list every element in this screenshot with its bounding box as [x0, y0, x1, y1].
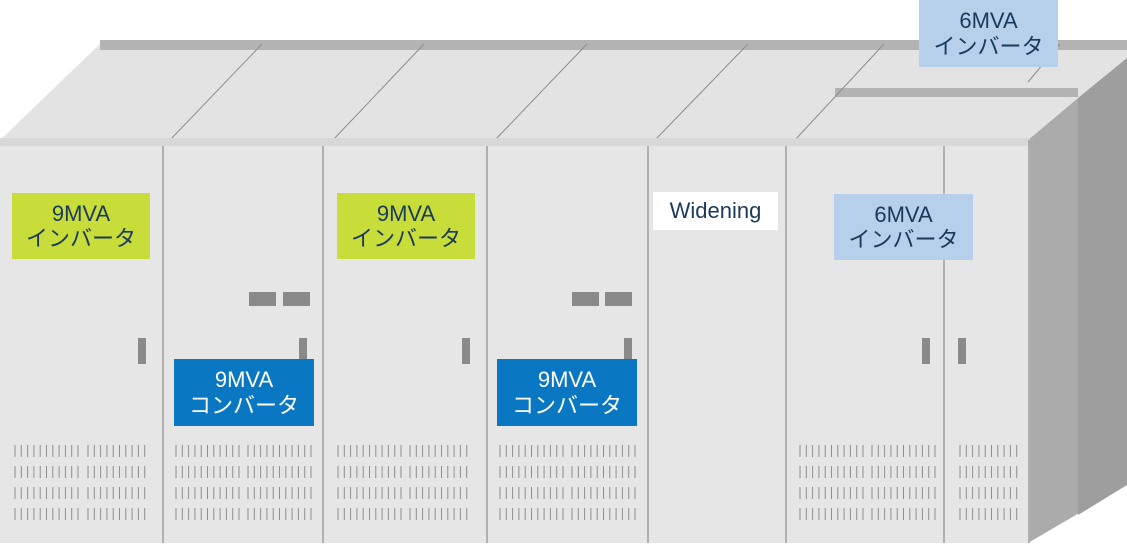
label-widening-text: Widening — [669, 198, 762, 224]
label-6mva-inverter-back-rating: 6MVA — [959, 8, 1018, 34]
top-seam-line — [794, 43, 885, 141]
label-9mva-converter-1: 9MVA コンバータ — [174, 359, 314, 426]
label-6mva-inverter-front: 6MVA インバータ — [834, 194, 973, 260]
label-9mva-inverter-1: 9MVA インバータ — [12, 193, 150, 259]
meter-display — [249, 292, 276, 306]
meter-display — [283, 292, 310, 306]
cabinet-front-top-band — [0, 138, 1030, 146]
meter-display — [572, 292, 599, 306]
door-handle — [299, 338, 307, 364]
door-handle — [958, 338, 966, 364]
label-9mva-inverter-1-type: インバータ — [25, 226, 136, 251]
cabinet-step-rail — [835, 88, 1078, 97]
door-handle — [922, 338, 930, 364]
door-handle — [462, 338, 470, 364]
cabinet-top-rail — [100, 40, 1127, 50]
top-seam-line — [654, 43, 749, 141]
label-9mva-inverter-2-type: インバータ — [350, 226, 461, 251]
meter-display — [605, 292, 632, 306]
top-seam-line — [494, 43, 588, 141]
label-9mva-converter-2-rating: 9MVA — [537, 367, 597, 393]
label-9mva-converter-1-type: コンバータ — [188, 392, 299, 418]
label-6mva-inverter-back: 6MVA インバータ — [919, 0, 1058, 67]
cabinet-top-surface — [0, 44, 1127, 140]
label-6mva-inverter-front-type: インバータ — [848, 227, 959, 252]
top-seam-line — [332, 43, 425, 141]
cabinet-rear-side-panel — [1078, 58, 1127, 515]
label-9mva-converter-1-rating: 9MVA — [214, 367, 274, 393]
label-6mva-inverter-back-type: インバータ — [933, 33, 1044, 59]
label-6mva-inverter-front-rating: 6MVA — [874, 201, 933, 227]
label-widening: Widening — [653, 192, 778, 230]
door-handle — [624, 338, 632, 364]
top-seam-line — [169, 43, 263, 141]
label-9mva-converter-2: 9MVA コンバータ — [497, 359, 637, 426]
door-handle — [138, 338, 146, 364]
label-9mva-converter-2-type: コンバータ — [511, 392, 622, 418]
label-9mva-inverter-1-rating: 9MVA — [51, 200, 111, 226]
label-9mva-inverter-2-rating: 9MVA — [376, 200, 436, 226]
label-9mva-inverter-2: 9MVA インバータ — [337, 193, 475, 259]
